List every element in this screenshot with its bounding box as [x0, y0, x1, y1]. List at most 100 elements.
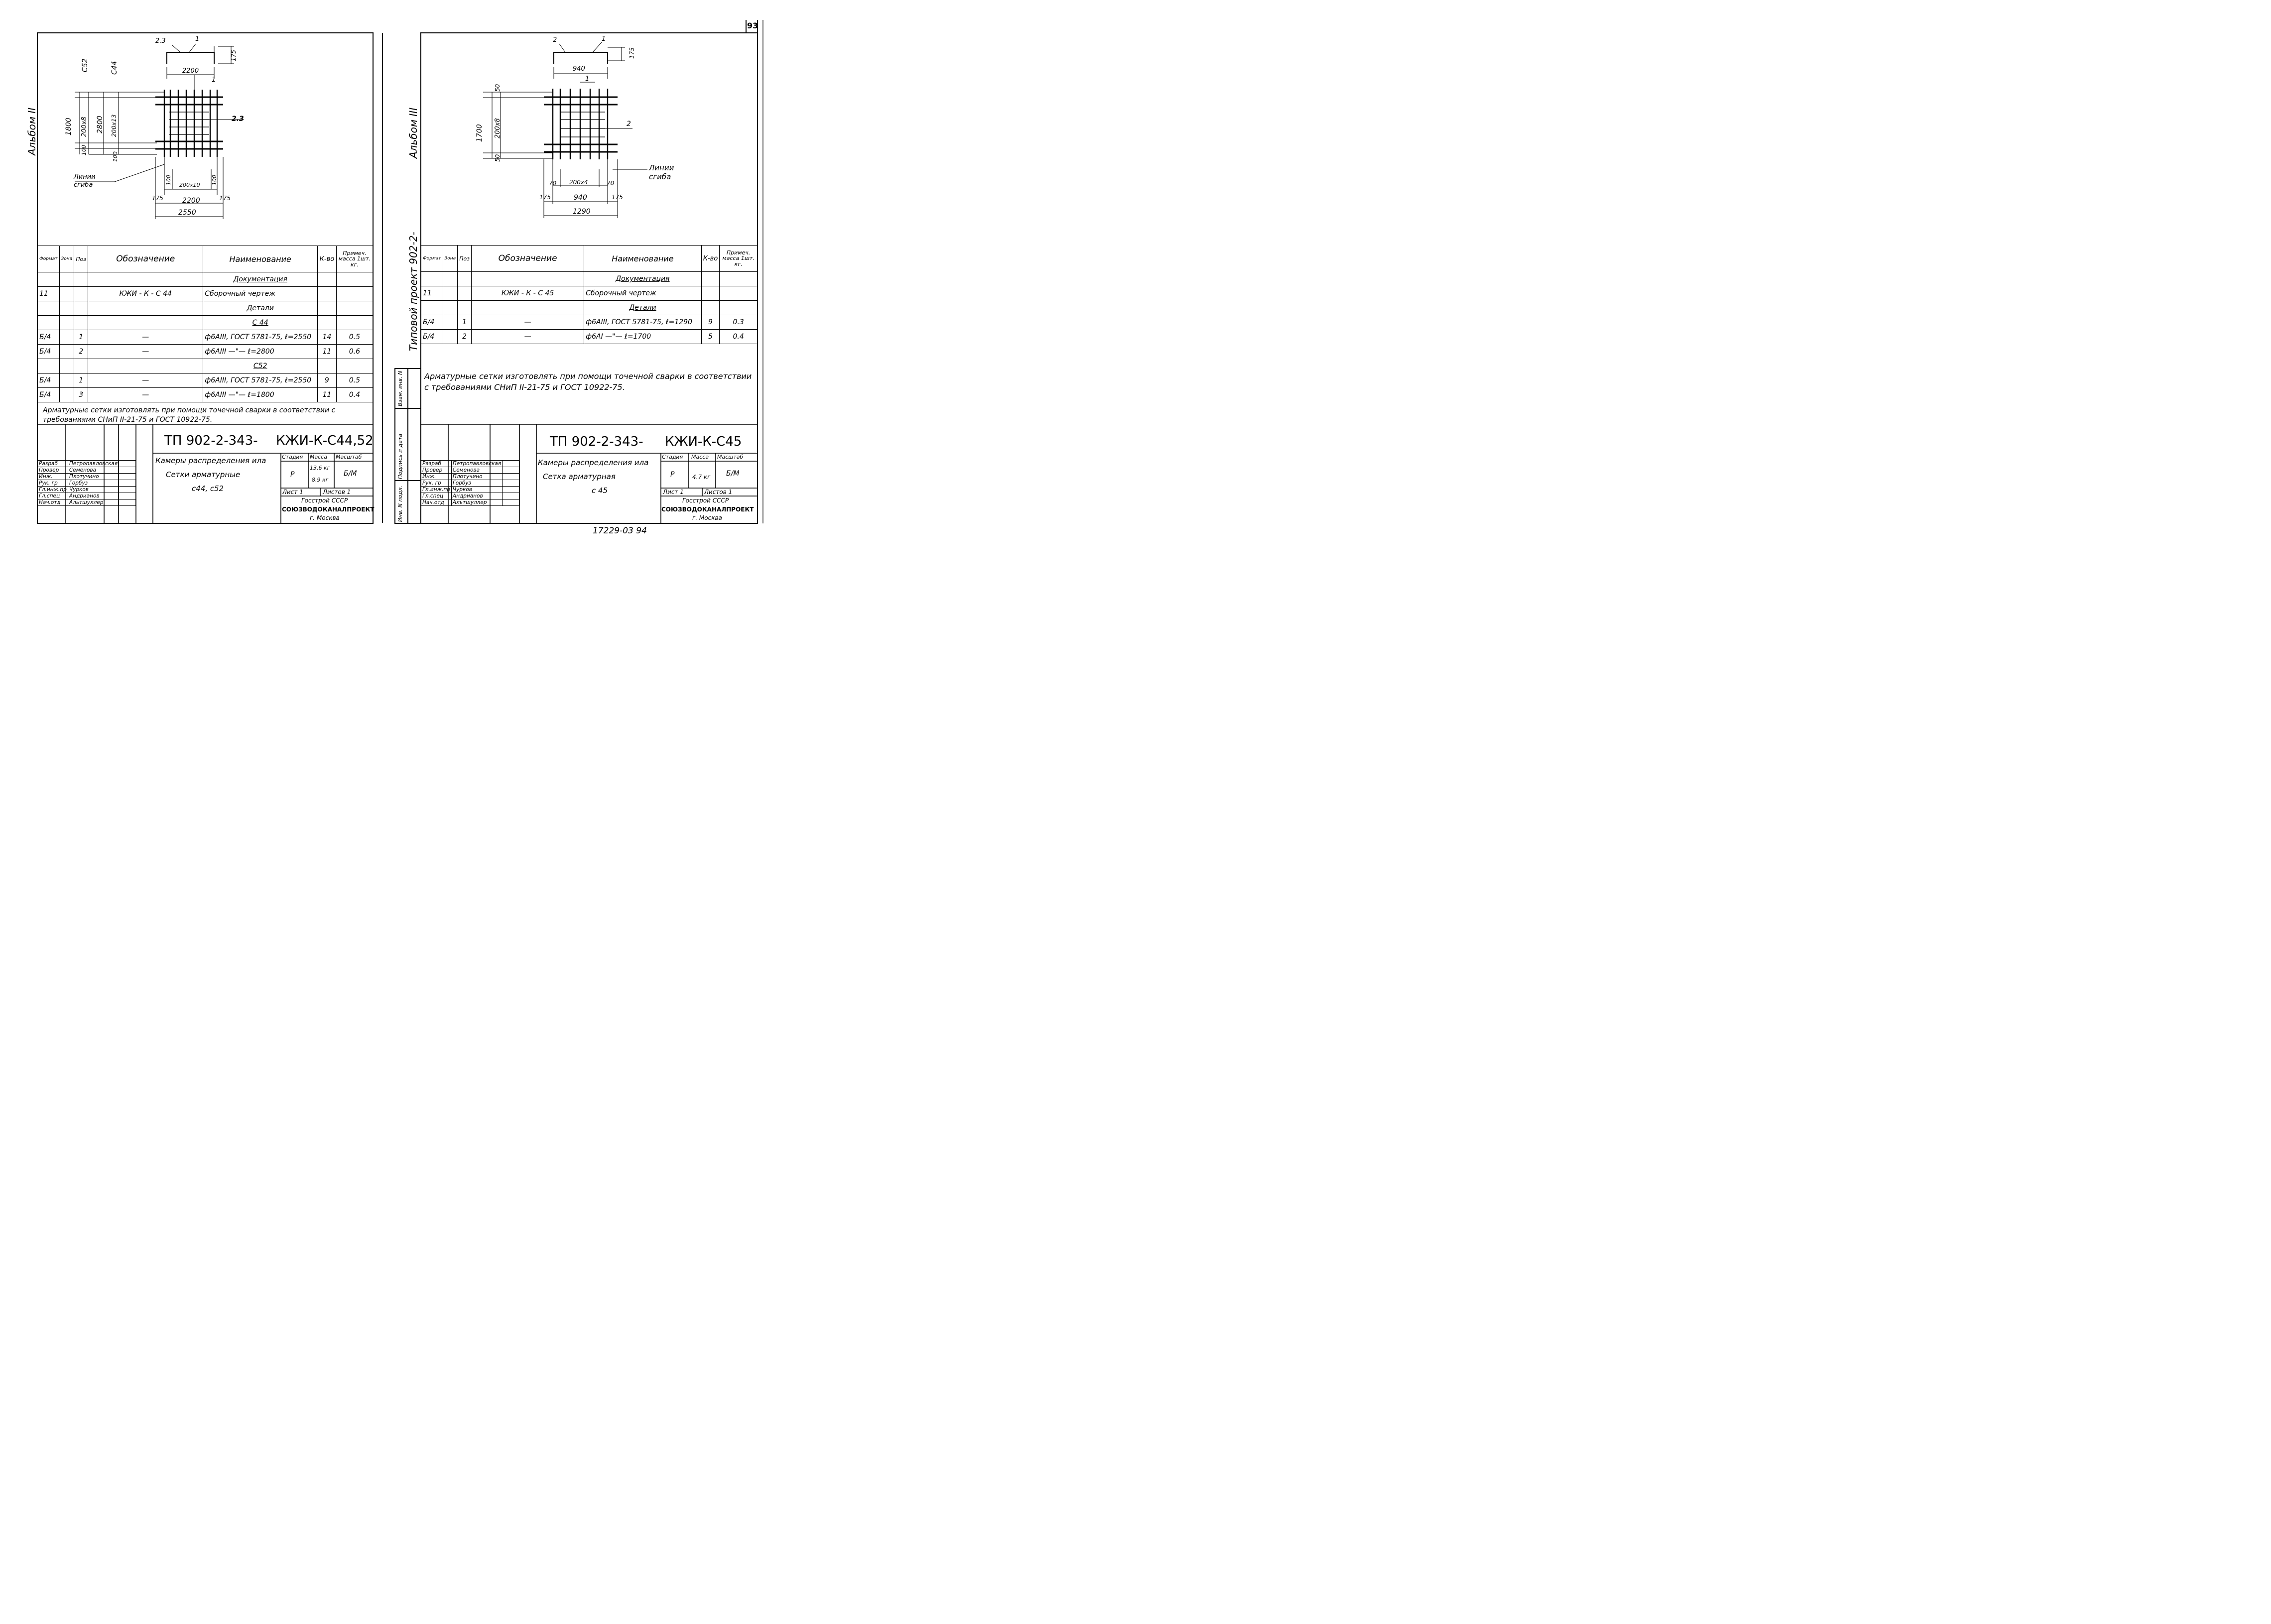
cell-note-text: 0.5 — [349, 333, 360, 341]
cell-designation-text: — — [142, 376, 149, 384]
staff-role: Провер — [421, 467, 452, 474]
dim-label: 175 — [219, 195, 231, 202]
spec-table-left: Формат Зона Поз Обозначение Наименование… — [37, 246, 374, 402]
cell-pos-text: 2 — [79, 348, 84, 356]
cell-designation-text: КЖИ - К - С 44 — [119, 290, 172, 298]
title-mark-right: КЖИ-К-С45 — [665, 434, 742, 449]
dim-label: 2550 — [178, 209, 196, 217]
staff-row: Инж.Плотучино — [421, 473, 519, 480]
dim-label: 70 — [607, 180, 615, 187]
cell-note-text: 0.6 — [349, 348, 360, 356]
cell-name: Сборочный чертеж — [203, 286, 318, 301]
cell-designation: — — [471, 329, 585, 344]
cell-qty — [317, 272, 337, 287]
dim-label: 175 — [539, 194, 551, 201]
table-header-row: Формат Зона Поз Обозначение Наименование… — [421, 245, 757, 272]
org-line: г. Москва — [692, 514, 722, 521]
staff-name: Альтшуллер — [67, 499, 120, 506]
dim-label: 175 — [612, 194, 623, 201]
scale-label: Масштаб — [336, 454, 362, 460]
cell-pos-text: 1 — [79, 333, 84, 341]
cell-zone — [59, 373, 75, 388]
welding-note-left: Арматурные сетки изготовлять при помощи … — [43, 406, 336, 424]
cell-designation: — — [471, 315, 585, 330]
staff-name: Плотучино — [451, 473, 503, 480]
header-pos: Поз — [74, 246, 89, 272]
cell-note-text: 0.3 — [733, 318, 744, 326]
drawing-lines — [37, 20, 763, 524]
cell-note — [336, 315, 374, 330]
cell-designation: — — [88, 330, 204, 345]
scale-label: Масштаб — [717, 454, 744, 460]
sheet-label: Лист 1 — [663, 489, 684, 496]
callout-label: 1 — [212, 76, 216, 84]
signature-cell — [502, 493, 519, 500]
dim-label: 2.3 — [155, 37, 166, 45]
dim-label: 1290 — [573, 208, 591, 216]
cell-format: Б/4 — [37, 387, 60, 402]
cell-note-text: 0.5 — [349, 376, 360, 384]
org-line: Госстрой СССР — [301, 497, 348, 504]
cell-pos: 2 — [74, 344, 89, 359]
org-line: г. Москва — [310, 514, 340, 521]
header-pos: Поз — [457, 245, 472, 272]
staff-name: Андрианов — [451, 493, 503, 500]
staff-role: Гл.спец — [421, 493, 452, 500]
cell-name-text: Детали — [629, 304, 656, 312]
signature-cell — [502, 480, 519, 487]
table-row: Детали — [37, 301, 374, 316]
cell-designation: КЖИ - К - С 44 — [88, 286, 204, 301]
cell-zone — [59, 359, 75, 374]
staff-name: Петропавловская — [451, 460, 503, 467]
cell-name: ф6АI —"— ℓ=1700 — [584, 329, 702, 344]
dim-label: 2200 — [182, 197, 200, 205]
cell-format-text: Б/4 — [39, 391, 51, 399]
cell-qty: 9 — [701, 315, 720, 330]
cell-pos-text: 2 — [462, 333, 467, 341]
title-block-lines-left — [37, 424, 373, 523]
cell-note: 0.4 — [719, 329, 757, 344]
cell-zone — [59, 315, 75, 330]
mass-value: 4.7 кг — [692, 474, 711, 481]
staff-name: Семенова — [451, 467, 503, 474]
cell-pos: 3 — [74, 387, 89, 402]
staff-name: Чурков — [451, 486, 503, 493]
cell-qty — [317, 315, 337, 330]
cell-name-text: С52 — [253, 362, 267, 370]
staff-role: Инж. — [421, 473, 452, 480]
cell-qty-text: 5 — [708, 333, 713, 341]
header-note: Примеч. масса 1шт. кг. — [336, 246, 374, 272]
sheets-label: Листов 1 — [704, 489, 733, 496]
cell-designation-text: — — [142, 391, 149, 399]
dim-label: 940 — [574, 194, 587, 202]
header-designation: Обозначение — [471, 245, 585, 272]
cell-name-text: ф6АIII, ГОСТ 5781-75, ℓ=2550 — [205, 333, 312, 341]
org-line: Госстрой СССР — [682, 497, 729, 504]
signature-cell — [502, 499, 519, 506]
cell-qty-text: 11 — [322, 391, 332, 399]
cell-note: 0.3 — [719, 315, 757, 330]
cell-pos — [74, 286, 89, 301]
cell-name: Документация — [203, 272, 318, 287]
cell-pos — [74, 301, 89, 316]
cell-note: 0.4 — [336, 387, 374, 402]
cell-qty-text: 14 — [322, 333, 332, 341]
cell-format-text: 11 — [39, 290, 48, 298]
staff-role: Рук. гр — [421, 480, 452, 487]
cell-name-text: ф6АI —"— ℓ=1700 — [586, 333, 651, 341]
cell-pos — [74, 359, 89, 374]
stage-value: Р — [290, 471, 295, 479]
cell-pos-text: 1 — [79, 376, 84, 384]
cell-format-text: Б/4 — [423, 318, 435, 326]
cell-qty-text: 9 — [708, 318, 713, 326]
staff-role: Разраб — [421, 460, 452, 467]
title-line: Сетка арматурная — [543, 472, 616, 481]
dim-label: 200x10 — [179, 182, 200, 188]
cell-format-text: Б/4 — [423, 333, 435, 341]
cell-name-text: Документация — [616, 275, 670, 283]
